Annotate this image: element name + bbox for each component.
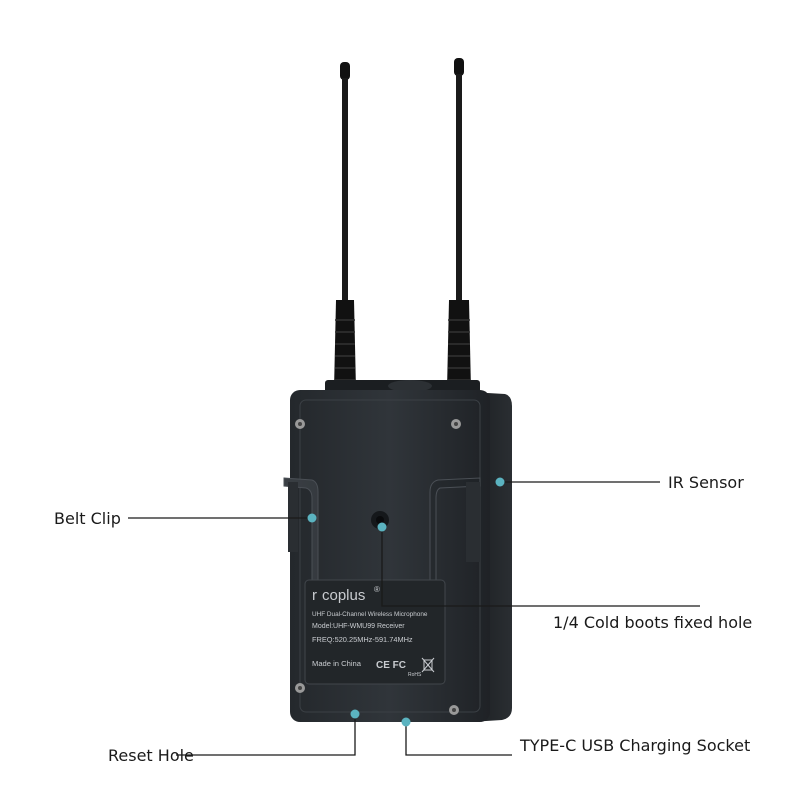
- sticker-rohs: RoHS: [408, 672, 422, 678]
- antenna-icon: [334, 62, 356, 390]
- sticker-registered: ®: [374, 585, 380, 594]
- reset-hole-dot: [350, 709, 360, 719]
- screw-icon: [295, 683, 305, 693]
- sticker-brand-prefix: r: [312, 587, 317, 604]
- sticker-line4: Made in China: [312, 659, 362, 668]
- cold-boot-dot: [377, 522, 387, 532]
- belt-clip-label: Belt Clip: [54, 509, 121, 528]
- antenna-icon: [447, 58, 471, 390]
- sticker-marks: CE FC: [376, 660, 406, 671]
- sticker-line1: UHF Dual-Channel Wireless Microphone: [312, 611, 428, 618]
- belt-clip: [283, 477, 481, 599]
- screw-icon: [449, 705, 459, 715]
- reset-hole-label: Reset Hole: [108, 746, 194, 765]
- sticker-brand: coplus: [322, 587, 365, 604]
- usb-socket-dot: [401, 717, 411, 727]
- usb-socket-leader: [405, 722, 512, 756]
- screw-icon: [295, 419, 305, 429]
- cold-boot-leader: [381, 527, 700, 607]
- sticker-line2: Model:UHF-WMU99 Receiver: [312, 623, 405, 630]
- ir-sensor-dot: [495, 477, 505, 487]
- ir-sensor-label: IR Sensor: [668, 473, 744, 492]
- belt-clip-dot: [307, 513, 317, 523]
- cold-boot-label: 1/4 Cold boots fixed hole: [553, 613, 752, 632]
- reset-hole-leader: [176, 714, 356, 756]
- screw-icon: [451, 419, 461, 429]
- usb-socket-label: TYPE-C USB Charging Socket: [519, 736, 750, 755]
- weee-bin-icon: [421, 657, 435, 673]
- sticker-line3: FREQ:520.25MHz-591.74MHz: [312, 635, 413, 644]
